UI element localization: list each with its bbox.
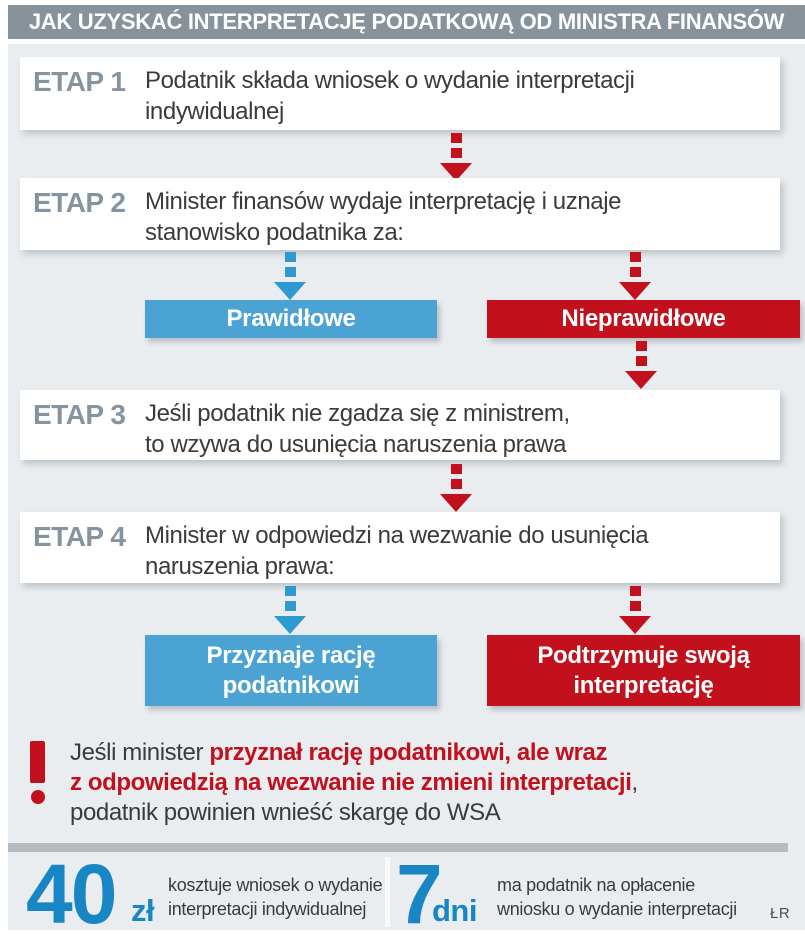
exclamation-icon	[30, 741, 45, 804]
step-label-etap-3: ETAP 3	[33, 399, 126, 430]
stat-cost-unit: zł	[131, 893, 155, 928]
step-box-etap-4: ETAP 4 Minister w odpowiedzi na wezwanie…	[20, 512, 780, 583]
arrow-dash	[284, 267, 296, 277]
dashed-arrow-down-red-icon	[625, 341, 657, 389]
arrow-head	[440, 163, 472, 181]
stats-vertical-divider	[385, 857, 390, 927]
arrow-head	[619, 282, 651, 300]
stat-desc-line: kosztuje wniosek o wydanie	[168, 875, 383, 895]
step-text-line: indywidualnej	[145, 98, 284, 125]
outcome-label: interpretację	[573, 671, 714, 699]
outcome-box-nieprawidlowe: Nieprawidłowe	[487, 300, 800, 338]
author-credit: ŁR	[770, 905, 791, 922]
stat-desc-line: wniosku o wydanie interpretacji	[497, 899, 737, 919]
arrow-dash	[450, 479, 462, 489]
dashed-arrow-down-blue-icon	[274, 586, 306, 634]
step-box-etap-1: ETAP 1 Podatnik składa wniosek o wydanie…	[20, 57, 780, 130]
warning-text-plain: ,	[631, 769, 638, 796]
step-label-etap-4: ETAP 4	[33, 521, 126, 552]
step-text-line: naruszenia prawa:	[145, 553, 335, 580]
stat-desc-line: ma podatnik na opłacenie	[497, 875, 695, 895]
stat-days-description: ma podatnik na opłacenie wniosku o wydan…	[497, 873, 737, 921]
stat-days-unit: dni	[432, 893, 478, 928]
outcome-label: Podtrzymuje swoją	[537, 641, 750, 669]
dashed-arrow-down-red-icon	[619, 586, 651, 634]
warning-line: Jeśli minister przyznał rację podatnikow…	[70, 738, 638, 768]
warning-text-highlight: przyznał rację podatnikowi, ale wraz	[209, 739, 608, 766]
outcome-label: podatnikowi	[222, 671, 360, 699]
stat-desc-line: interpretacji indywidualnej	[168, 899, 367, 919]
arrow-dash	[450, 133, 462, 143]
arrow-dash	[450, 148, 462, 158]
outcome-label: Nieprawidłowe	[561, 305, 726, 332]
arrow-dash	[629, 601, 641, 611]
step-text-etap-3: Jeśli podatnik nie zgadza się z ministre…	[145, 398, 570, 460]
section-divider	[8, 843, 788, 852]
step-text-line: Jeśli podatnik nie zgadza się z ministre…	[145, 400, 570, 427]
step-text-etap-2: Minister finansów wydaje interpretację i…	[145, 186, 622, 248]
stat-cost-description: kosztuje wniosek o wydanie interpretacji…	[168, 873, 383, 921]
dashed-arrow-down-red-icon	[440, 133, 472, 181]
step-text-line: Podatnik składa wniosek o wydanie interp…	[145, 67, 635, 94]
warning-line: podatnik powinien wnieść skargę do WSA	[70, 798, 638, 828]
warning-text-plain: Jeśli minister	[70, 739, 210, 766]
outcome-box-prawidlowe: Prawidłowe	[145, 300, 437, 338]
arrow-head	[440, 494, 472, 512]
step-box-etap-2: ETAP 2 Minister finansów wydaje interpre…	[20, 178, 780, 250]
step-text-line: Minister w odpowiedzi na wezwanie do usu…	[145, 522, 649, 549]
step-text-line: Minister finansów wydaje interpretację i…	[145, 188, 622, 215]
arrow-dash	[629, 267, 641, 277]
step-text-etap-1: Podatnik składa wniosek o wydanie interp…	[145, 65, 635, 127]
arrow-head	[274, 616, 306, 634]
stat-cost-value: 40	[26, 847, 117, 941]
arrow-dash	[284, 586, 296, 596]
arrow-head	[619, 616, 651, 634]
arrow-dash	[635, 341, 647, 351]
warning-text-plain: podatnik powinien wnieść skargę do WSA	[70, 799, 501, 826]
stat-days-value: 7	[396, 847, 443, 941]
outcome-box-podtrzymuje: Podtrzymuje swoją interpretację	[487, 635, 800, 706]
exclamation-dot	[31, 790, 45, 804]
page-title: JAK UZYSKAĆ INTERPRETACJĘ PODATKOWĄ OD M…	[8, 5, 805, 39]
outcome-label: Przyznaje rację	[206, 641, 376, 669]
step-box-etap-3: ETAP 3 Jeśli podatnik nie zgadza się z m…	[20, 390, 780, 460]
warning-line: z odpowiedzią na wezwanie nie zmieni int…	[70, 768, 638, 798]
arrow-dash	[450, 464, 462, 474]
step-label-etap-1: ETAP 1	[33, 66, 126, 97]
arrow-head	[625, 371, 657, 389]
step-label-etap-2: ETAP 2	[33, 187, 126, 218]
dashed-arrow-down-red-icon	[440, 464, 472, 512]
arrow-dash	[629, 252, 641, 262]
outcome-box-przyznaje-racje: Przyznaje rację podatnikowi	[145, 635, 437, 706]
exclamation-bar	[30, 741, 45, 783]
arrow-dash	[629, 586, 641, 596]
dashed-arrow-down-blue-icon	[274, 252, 306, 300]
step-text-line: stanowisko podatnika za:	[145, 219, 404, 246]
arrow-dash	[284, 252, 296, 262]
arrow-dash	[284, 601, 296, 611]
warning-text-highlight: z odpowiedzią na wezwanie nie zmieni int…	[70, 769, 632, 796]
arrow-dash	[635, 356, 647, 366]
step-text-etap-4: Minister w odpowiedzi na wezwanie do usu…	[145, 520, 649, 582]
outcome-label: Prawidłowe	[226, 305, 356, 332]
step-text-line: to wzywa do usunięcia naruszenia prawa	[145, 431, 567, 458]
dashed-arrow-down-red-icon	[619, 252, 651, 300]
arrow-head	[274, 282, 306, 300]
warning-note: Jeśli minister przyznał rację podatnikow…	[70, 738, 638, 828]
